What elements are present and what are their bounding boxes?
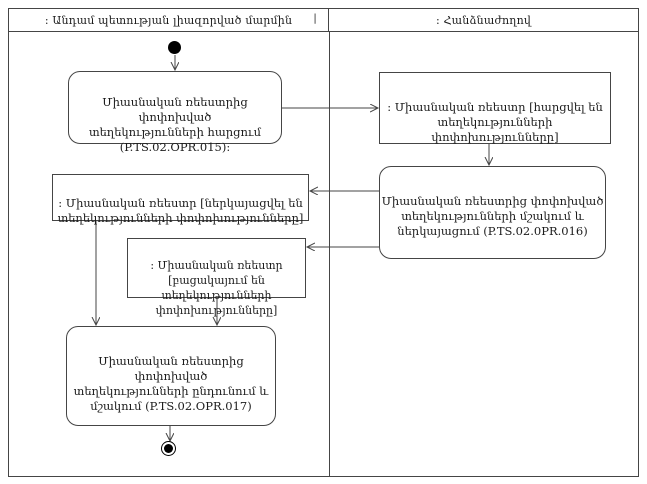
object-registry-queried-label: : Միասնական ռեեստր [հարցվել են տեղեկությ… — [387, 100, 603, 144]
lane-header-commission: : Հանձնաժողով — [329, 9, 638, 31]
final-node — [161, 441, 176, 456]
object-registry-presented-label: : Միասնական ռեեստր [ներկայացվել են տեղեկ… — [57, 196, 304, 225]
swimlane-header-row: : Անդամ պետության լիազորված մարմին | : Հ… — [9, 9, 638, 32]
initial-node — [168, 41, 181, 54]
action-receive-and-process: Միասնական ռեեստրից փոփոխված տեղեկություն… — [66, 326, 276, 426]
lane-header-authorized-body: : Անդամ պետության լիազորված մարմին | — [9, 9, 329, 31]
lane-header-cursor-mark: | — [313, 13, 317, 24]
action-query-changed-info-label: Միասնական ռեեստրից փոփոխված տեղեկություն… — [88, 95, 261, 154]
action-query-changed-info: Միասնական ռեեստրից փոփոխված տեղեկություն… — [68, 71, 282, 154]
action-process-and-present: Միասնական ռեեստրից փոփոխված տեղեկություն… — [379, 166, 606, 259]
final-node-dot — [164, 444, 173, 453]
lane-title-commission: : Հանձնաժողով — [435, 13, 532, 27]
object-registry-no-changes-label: : Միասնական ռեեստր [բացակայում են տեղեկո… — [150, 259, 283, 317]
object-registry-presented: : Միասնական ռեեստր [ներկայացվել են տեղեկ… — [52, 174, 309, 225]
action-process-and-present-label: Միասնական ռեեստրից փոփոխված տեղեկություն… — [381, 194, 604, 238]
diagram-frame: : Անդամ պետության լիազորված մարմին | : Հ… — [8, 8, 639, 477]
lane-title-authorized-body: : Անդամ պետության լիազորված մարմին — [44, 13, 293, 27]
object-registry-queried: : Միասնական ռեեստր [հարցվել են տեղեկությ… — [379, 72, 611, 144]
object-registry-no-changes: : Միասնական ռեեստր [բացակայում են տեղեկո… — [127, 238, 306, 317]
swimlane-divider — [329, 31, 330, 476]
action-receive-and-process-label: Միասնական ռեեստրից փոփոխված տեղեկություն… — [73, 354, 269, 413]
